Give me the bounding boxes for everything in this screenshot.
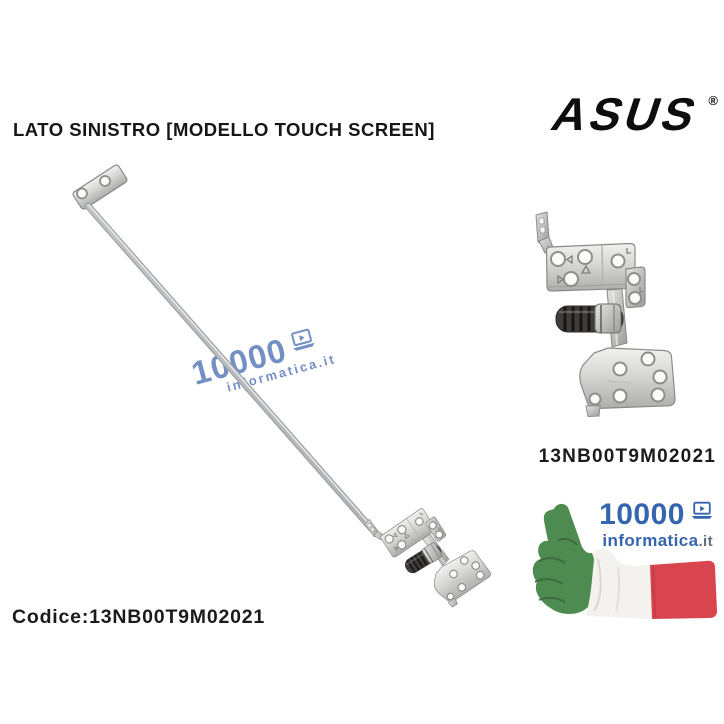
thumbs-up-italian-flag-logo xyxy=(532,503,717,619)
finger-creases xyxy=(534,537,578,603)
asus-logo: ASUS ® xyxy=(540,88,720,140)
laptop-icon xyxy=(290,328,315,351)
hinge-mechanism xyxy=(363,479,497,625)
seller-site-tld: .it xyxy=(698,533,713,550)
watermark: 10000 informatica.it xyxy=(187,321,337,402)
page-title: LATO SINISTRO [MODELLO TOUCH SCREEN] xyxy=(13,119,435,140)
flag-red-sleeve xyxy=(650,560,717,619)
laptop-icon xyxy=(691,501,713,519)
registered-trademark-icon: ® xyxy=(708,93,718,108)
seller-logo: 10000 informatica.it xyxy=(525,500,715,551)
codice-label: Codice:13NB00T9M02021 xyxy=(12,606,266,628)
hinge-rod xyxy=(84,202,375,532)
hinge-top-bracket xyxy=(72,164,128,210)
part-code: 13NB00T9M02021 xyxy=(538,446,716,467)
main-hinge-photo xyxy=(72,164,497,625)
asus-wordmark: ASUS xyxy=(545,88,707,140)
seller-site-name: informatica xyxy=(602,531,699,550)
flag-green-fist xyxy=(532,503,594,614)
detail-hinge-photo xyxy=(534,210,677,418)
seller-logo-number: 10000 xyxy=(599,498,685,531)
